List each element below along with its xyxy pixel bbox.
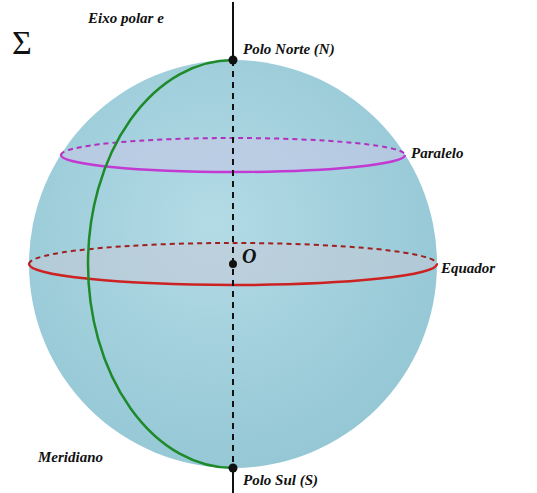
center-label: O bbox=[242, 246, 256, 266]
parallel-disc bbox=[61, 138, 405, 172]
meridian-label: Meridiano bbox=[38, 450, 103, 465]
meridian bbox=[88, 60, 233, 468]
pole-label: Polo Norte (N) bbox=[243, 42, 335, 57]
equator-label: Equador bbox=[441, 261, 495, 276]
north-pole-point bbox=[229, 56, 238, 65]
south-pole-point bbox=[229, 464, 238, 473]
sphere bbox=[29, 60, 437, 468]
axis-top bbox=[232, 2, 234, 60]
sphere-name: Σ bbox=[12, 26, 32, 60]
center-point bbox=[229, 260, 237, 268]
axis-label: Eixo polar e bbox=[88, 11, 164, 26]
parallel-label: Paralelo bbox=[411, 146, 464, 161]
pole-label: Polo Sul (S) bbox=[243, 473, 318, 488]
